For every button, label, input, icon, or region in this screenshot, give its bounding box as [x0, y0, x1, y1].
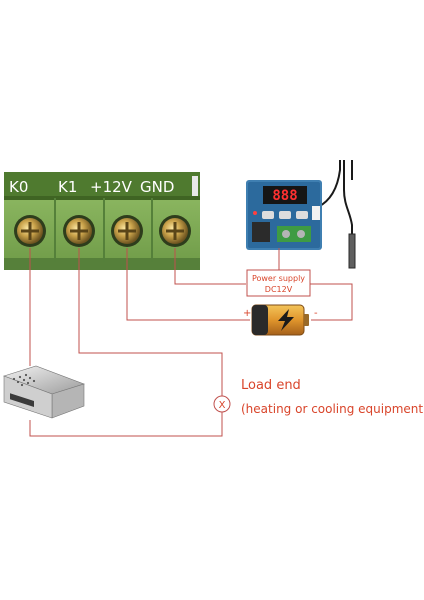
screw-k1 [63, 215, 95, 247]
wires [29, 248, 353, 437]
battery-icon [251, 304, 309, 336]
power-supply-label-box: Power supply DC12V [246, 269, 311, 297]
thermostat-display: 888 [272, 188, 297, 204]
screw-k0 [14, 215, 46, 247]
load-end-subtitle: (heating or cooling equipment) [241, 402, 424, 416]
terminal-label-gnd: GND [140, 178, 174, 196]
switching-power-supply [3, 365, 85, 419]
load-symbol: X [213, 395, 231, 413]
thermostat-module: 888 [246, 160, 356, 269]
terminal-label-12v: +12V [90, 178, 133, 196]
terminal-label-k1: K1 [58, 178, 77, 196]
terminal-label-k0: K0 [9, 178, 28, 196]
load-end-title: Load end [241, 378, 301, 393]
battery-plus-label: + [243, 308, 251, 319]
power-supply-line2: DC12V [265, 285, 293, 294]
load-x-mark: X [219, 400, 226, 411]
screw-gnd [159, 215, 191, 247]
power-supply-line1: Power supply [252, 274, 305, 283]
battery-minus-label: - [314, 308, 318, 319]
screw-12v [111, 215, 143, 247]
